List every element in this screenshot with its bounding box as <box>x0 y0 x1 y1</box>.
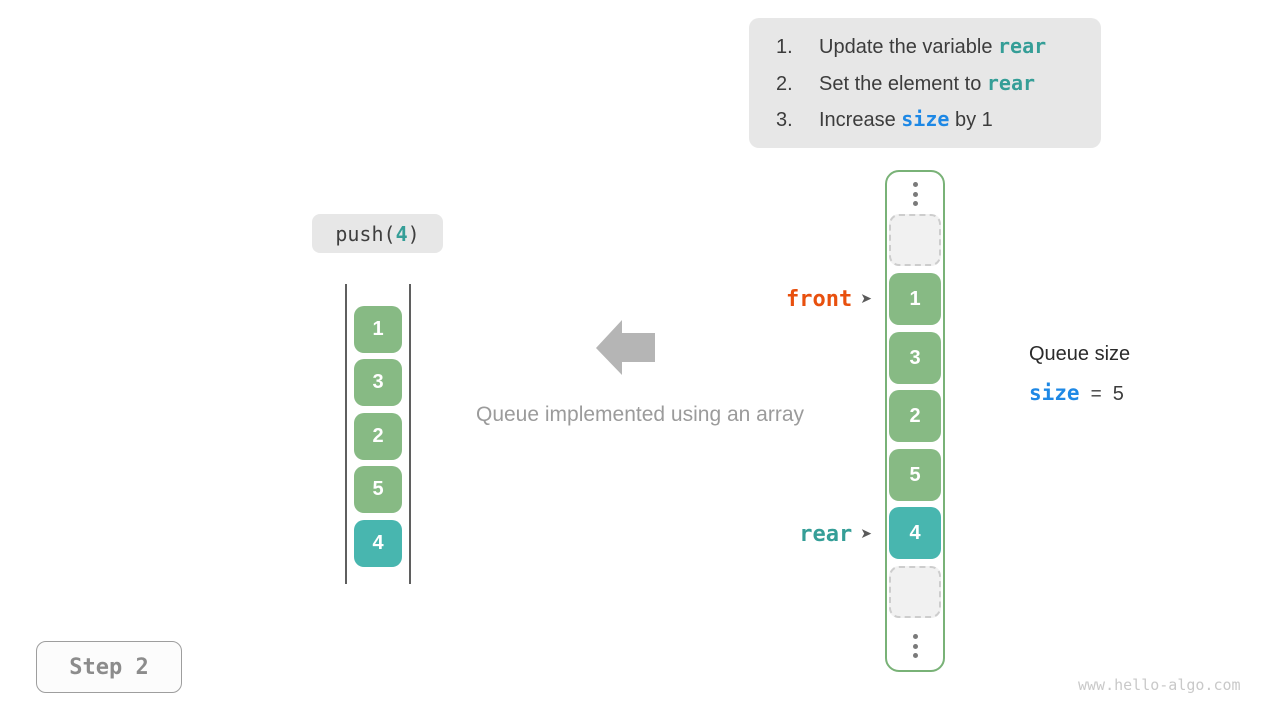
push-fn: push( <box>335 221 396 246</box>
array-element: 3 <box>889 332 941 384</box>
step-badge-label: Step 2 <box>69 654 149 680</box>
queue-element: 2 <box>354 413 402 460</box>
queue-size-value-line: size = 5 <box>1029 381 1130 406</box>
step-number: 3. <box>776 109 793 131</box>
instruction-step-1: 1. Update the variable rear <box>776 28 1101 65</box>
queue-rail-right <box>409 284 411 584</box>
instruction-step-2: 2. Set the element to rear <box>776 65 1101 102</box>
step-text: Update the variable <box>819 36 999 58</box>
size-value: 5 <box>1112 383 1124 405</box>
size-variable: size <box>1029 381 1080 405</box>
array-element: 2 <box>889 390 941 442</box>
array-element-pushed: 4 <box>889 507 941 559</box>
array-slot-empty <box>889 566 941 618</box>
array-element: 5 <box>889 449 941 501</box>
instruction-box: 1. Update the variable rear 2. Set the e… <box>749 18 1101 148</box>
push-close: ) <box>407 221 420 246</box>
step-text: Set the element to <box>819 72 987 95</box>
push-arg: 4 <box>395 221 408 246</box>
array-slot-empty <box>889 214 941 266</box>
rear-pointer: rear ➤ <box>758 520 872 548</box>
step-number: 1. <box>776 36 793 58</box>
step-badge: Step 2 <box>36 641 182 693</box>
queue-element: 1 <box>354 306 402 353</box>
equals-sign: = <box>1090 384 1102 405</box>
array-container: 1 3 2 5 4 <box>885 170 945 672</box>
queue-element: 5 <box>354 466 402 513</box>
step-text-suffix: by 1 <box>949 109 993 131</box>
queue-rail-left <box>345 284 347 584</box>
queue-element: 3 <box>354 359 402 406</box>
front-pointer: front ➤ <box>758 285 872 313</box>
pointer-arrow-icon: ➤ <box>860 526 872 542</box>
left-arrow-icon <box>596 320 655 375</box>
instruction-step-3: 3. Increase size by 1 <box>776 101 1101 138</box>
front-pointer-label: front <box>786 286 853 312</box>
diagram-caption: Queue implemented using an array <box>475 403 805 426</box>
code-rear: rear <box>986 70 1036 95</box>
ellipsis-icon <box>887 182 943 206</box>
step-number: 2. <box>776 72 793 95</box>
ellipsis-icon <box>887 634 943 658</box>
array-element: 1 <box>889 273 941 325</box>
queue-size-title: Queue size <box>1029 343 1131 365</box>
rear-pointer-label: rear <box>799 521 853 547</box>
code-size: size <box>901 107 950 131</box>
step-text: Increase <box>819 109 902 131</box>
queue-element-pushed: 4 <box>354 520 402 567</box>
queue-size-annotation: Queue size size = 5 <box>1029 343 1130 406</box>
pointer-arrow-icon: ➤ <box>860 291 872 307</box>
site-watermark: www.hello-algo.com <box>1078 676 1241 694</box>
code-rear: rear <box>998 34 1047 58</box>
push-operation-label: push(4) <box>312 214 443 253</box>
